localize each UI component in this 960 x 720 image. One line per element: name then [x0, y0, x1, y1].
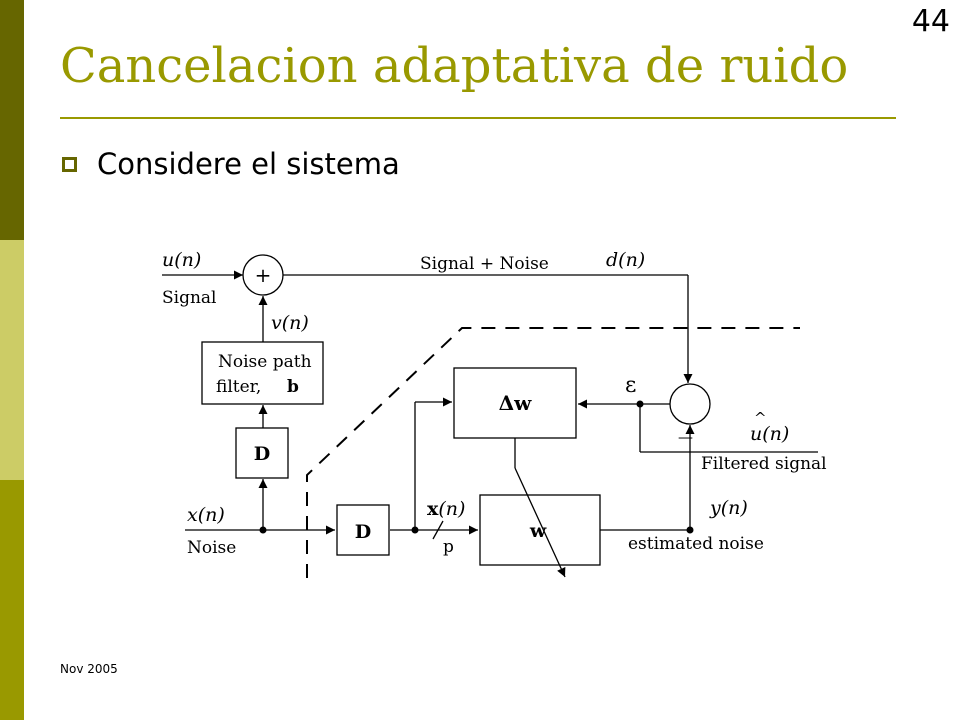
junction-dot-noise	[259, 526, 267, 534]
page-number: 44	[911, 4, 950, 39]
label-epsilon: ε	[625, 373, 636, 398]
label-noise-path-b: b	[287, 377, 299, 397]
label-v-n: v(n)	[271, 312, 309, 334]
delay-box-lower	[336, 504, 390, 556]
square-bullet-icon	[62, 156, 77, 172]
title-underline	[60, 117, 896, 119]
label-w: w	[529, 520, 547, 542]
label-minus: —	[678, 428, 693, 446]
label-y-n: y(n)	[709, 497, 748, 519]
label-noise: Noise	[187, 538, 236, 558]
adapt-diagonal	[514, 467, 566, 578]
adaptive-noise-canceller-diagram: u(n) Signal + v(n) Signal + Noise d(n) N…	[162, 249, 827, 578]
delay-box-upper	[235, 427, 289, 479]
p-slash	[432, 520, 444, 540]
label-estimated-noise: estimated noise	[628, 534, 764, 554]
label-x-vec-bold: x	[427, 498, 439, 520]
label-u-hat: u(n)	[750, 423, 789, 445]
bullet-text: Considere el sistema	[97, 147, 400, 181]
slide-title: Cancelacion adaptativa de ruido	[60, 38, 849, 94]
label-x-vec-rest: (n)	[438, 498, 465, 520]
label-delay-lower: D	[355, 521, 371, 543]
label-filtered-signal: Filtered signal	[701, 454, 827, 474]
sidebar-bar-light	[0, 240, 24, 480]
label-noise-path-2: filter,	[216, 377, 261, 397]
label-signal-plus-noise: Signal + Noise	[420, 254, 549, 274]
sidebar-bar-dark	[0, 0, 24, 240]
label-x-vec: x(n)	[427, 498, 465, 520]
label-signal: Signal	[162, 288, 217, 308]
label-p: p	[443, 537, 454, 557]
error-summer-circle	[669, 383, 711, 425]
label-noise-path-1: Noise path	[218, 352, 312, 372]
label-u-hat-caret: ^	[754, 409, 767, 427]
junction-dot-y	[686, 526, 694, 534]
label-x-n-input: x(n)	[187, 504, 225, 526]
junction-dot-x	[411, 526, 419, 534]
footer-date: Nov 2005	[60, 662, 118, 676]
junction-dot-error	[636, 400, 644, 408]
label-delta-w: Δw	[499, 391, 533, 415]
sidebar-bar-mid	[0, 480, 24, 720]
dashed-boundary	[306, 327, 800, 578]
label-delay-upper: D	[254, 443, 270, 465]
label-d-n: d(n)	[606, 249, 645, 271]
label-sum-plus: +	[255, 263, 272, 287]
bullet-item: Considere el sistema	[60, 147, 400, 181]
label-u-n: u(n)	[162, 249, 201, 271]
